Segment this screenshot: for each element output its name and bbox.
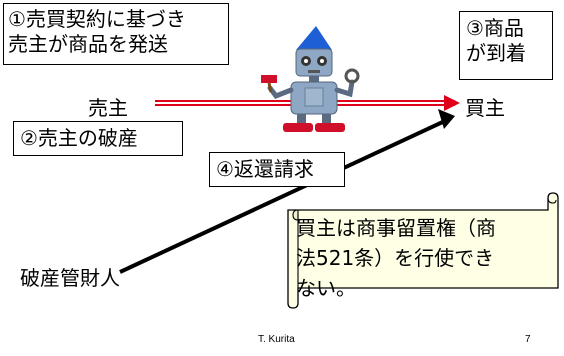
scroll-note [287,192,559,309]
step3-box: ③商品 が到着 [459,11,553,80]
note-text: 買主は商事留置権（商 法521条）を行使でき ない。 [296,213,544,303]
step3-line2: が到着 [466,41,526,65]
step2-label: ②売主の破産 [20,126,138,150]
step1-line1: ①売買契約に基づき [8,7,186,31]
robot-icon [261,26,360,132]
step4-box: ④返還請求 [209,152,345,187]
step1-line2: 売主が商品を発送 [8,32,168,56]
step3-line1: ③商品 [466,16,524,40]
seller-label: 売主 [88,96,128,120]
note-line1: 買主は商事留置権（商 [296,216,496,240]
return-claim-arrow [119,109,455,274]
page-number: 7 [525,334,531,345]
note-line2: 法521条）を行使でき [296,246,495,270]
buyer-label: 買主 [465,96,505,120]
note-line3: ない。 [296,276,356,300]
footer-author: T. Kurita [258,334,295,345]
trustee-label: 破産管財人 [20,266,120,290]
step4-label: ④返還請求 [216,157,314,181]
step1-box: ①売買契約に基づき 売主が商品を発送 [3,3,229,65]
step2-box: ②売主の破産 [13,121,183,156]
